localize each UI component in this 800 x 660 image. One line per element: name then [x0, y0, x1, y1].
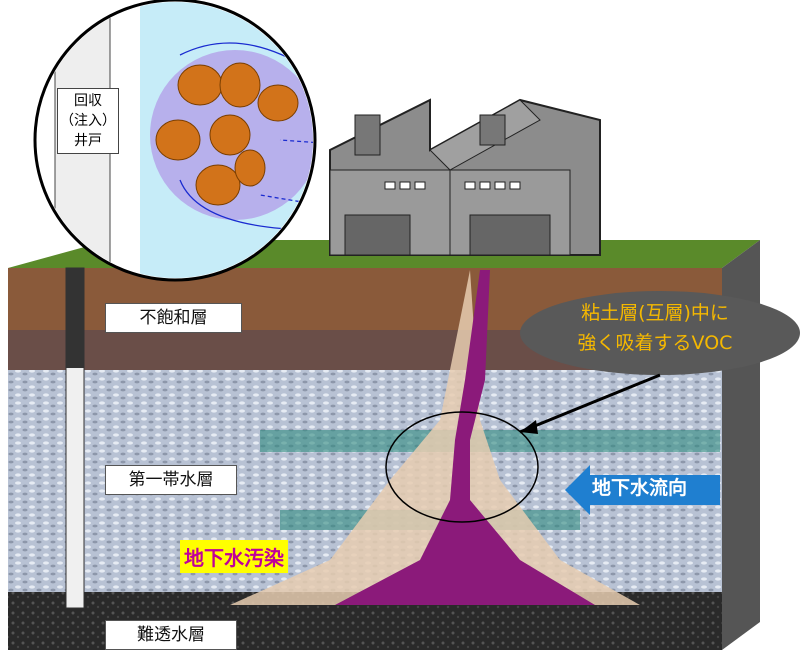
- flow-direction-label: 地下水流向: [592, 477, 688, 499]
- groundwater-pollution-label: 地下水汚染: [180, 540, 288, 573]
- well-label-line3: 井戸: [74, 133, 102, 149]
- sand-plume: [230, 270, 640, 605]
- well-label-line1: 回収: [74, 93, 102, 109]
- contamination-plume: [335, 270, 595, 605]
- callout-line2: 強く吸着するVOC: [577, 332, 733, 354]
- factory: [329, 98, 601, 256]
- aquitard-layer-label: 難透水層: [105, 620, 237, 650]
- focus-circle: [385, 411, 539, 523]
- well-label-line2: （注入）: [60, 113, 116, 129]
- callout-bubble: [520, 291, 800, 375]
- well-label: 回収 （注入） 井戸: [57, 88, 119, 154]
- aquifer-layer-label: 第一帯水層: [105, 465, 237, 495]
- unsaturated-layer-label: 不飽和層: [105, 303, 242, 333]
- callout-text: 粘土層(互層)中に 強く吸着するVOC: [520, 298, 790, 358]
- flow-arrow: [565, 465, 720, 515]
- callout-line1: 粘土層(互層)中に: [581, 302, 729, 324]
